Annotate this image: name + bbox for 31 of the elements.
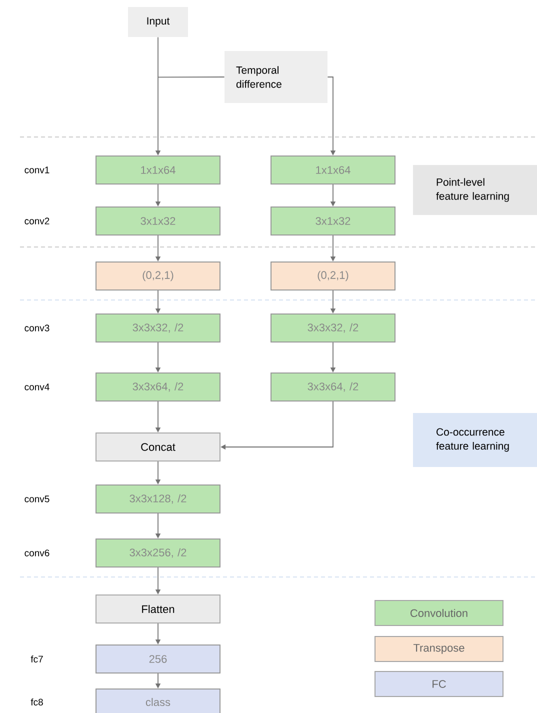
transpose-box: (0,2,1) <box>96 262 220 290</box>
layer-label: fc7 <box>30 656 43 662</box>
conv-box: 1x1x64 <box>96 156 220 184</box>
layer-label: conv6 <box>24 550 50 556</box>
conv-box: 3x3x128, /2 <box>96 484 220 514</box>
layer-label: conv5 <box>24 496 50 502</box>
stage-label-box: Point-level feature learning <box>413 165 537 215</box>
conv-box: 3x3x256, /2 <box>96 538 220 568</box>
input-box: Input <box>128 7 188 37</box>
conv-box: 3x3x64, /2 <box>270 372 396 402</box>
conv-box: 3x3x32, /2 <box>270 314 396 342</box>
conv-box: 3x1x32 <box>270 206 396 236</box>
stage-label-box: Co-occurrence feature learning <box>413 413 537 467</box>
legend-item: Convolution <box>374 600 504 626</box>
op-box: Concat <box>96 432 220 462</box>
layer-label: fc8 <box>30 698 43 706</box>
conv-box: 3x3x64, /2 <box>96 372 220 402</box>
layer-label: conv4 <box>24 384 50 390</box>
fc-box: 256 <box>96 644 220 674</box>
legend-item: FC <box>374 671 504 697</box>
layer-label: conv1 <box>24 166 50 174</box>
conv-box: 1x1x64 <box>270 156 396 184</box>
conv-box: 3x1x32 <box>96 206 220 236</box>
legend-item: Transpose <box>374 636 504 662</box>
operation-box: Temporal difference <box>224 51 328 103</box>
fc-box: class <box>96 688 220 713</box>
layer-label: conv3 <box>24 324 50 332</box>
transpose-box: (0,2,1) <box>270 262 396 290</box>
op-box: Flatten <box>96 594 220 624</box>
layer-label: conv2 <box>24 218 50 224</box>
conv-box: 3x3x32, /2 <box>96 314 220 342</box>
